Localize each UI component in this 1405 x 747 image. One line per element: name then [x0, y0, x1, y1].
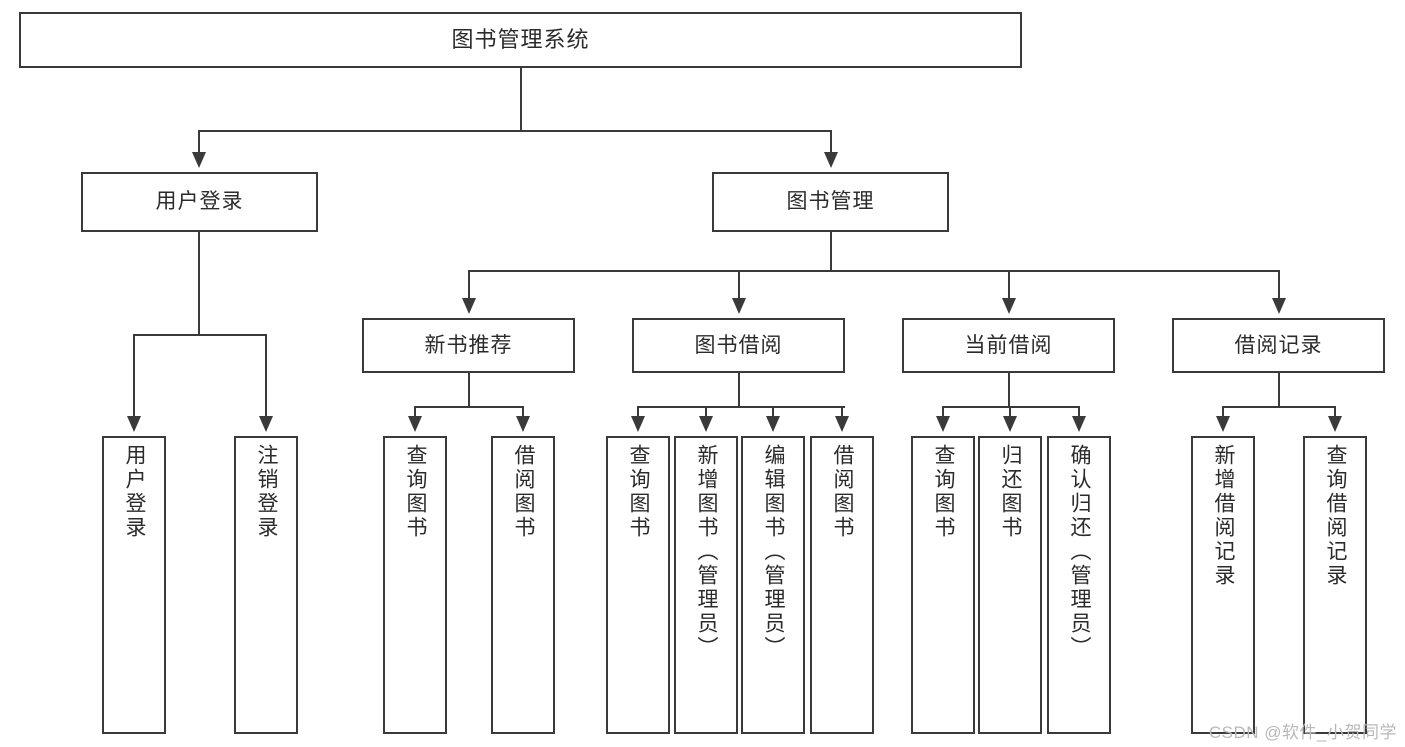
- connector-level1-drop-0: [198, 130, 200, 154]
- arrowhead-level1-0: [192, 152, 206, 168]
- connector-book-borrow-drop-0: [637, 406, 639, 418]
- node-book-borrow[interactable]: 图书借阅: [632, 318, 845, 373]
- connector-new-book-bus: [414, 406, 524, 408]
- connector-user-login-drop-1: [265, 334, 267, 418]
- connector-borrow-record-drop-0: [1222, 406, 1224, 418]
- node-label: 借阅图书: [831, 444, 855, 540]
- node-label: 图书借阅: [694, 333, 783, 357]
- arrowhead-current-borrow-2: [1072, 416, 1086, 432]
- arrowhead-level2-3: [1272, 298, 1286, 314]
- connector-borrow-record-drop-1: [1334, 406, 1336, 418]
- connector-level2-drop-2: [1008, 270, 1010, 300]
- connector-level1-bus: [198, 130, 832, 132]
- node-label: 查询借阅记录: [1324, 444, 1348, 588]
- connector-book-borrow-bus: [637, 406, 845, 408]
- arrowhead-new-book-0: [408, 416, 422, 432]
- node-label: 用户登录: [155, 190, 244, 214]
- connector-level2-drop-0: [468, 270, 470, 300]
- connector-new-book-drop-0: [414, 406, 416, 418]
- leaf-new-book-query[interactable]: 查询图书: [383, 436, 447, 734]
- csdn-watermark: CSDN @软件_小贺同学: [1208, 723, 1397, 742]
- node-label: 当前借阅: [964, 333, 1053, 357]
- connector-user-login-stem: [198, 232, 200, 335]
- leaf-new-book-borrow[interactable]: 借阅图书: [491, 436, 555, 734]
- node-new-book-recommend[interactable]: 新书推荐: [362, 318, 575, 373]
- node-label: 归还图书: [999, 444, 1023, 540]
- connector-borrow-record-stem: [1278, 373, 1280, 408]
- leaf-current-borrow-query[interactable]: 查询图书: [911, 436, 975, 734]
- connector-book-borrow-drop-3: [841, 406, 843, 418]
- leaf-borrow-record-query[interactable]: 查询借阅记录: [1303, 436, 1367, 734]
- connector-root-stem: [520, 68, 522, 131]
- arrowhead-book-borrow-3: [835, 416, 849, 432]
- arrowhead-current-borrow-0: [936, 416, 950, 432]
- connector-user-login-bus: [133, 334, 266, 336]
- leaf-current-borrow-confirm[interactable]: 确认归还（管理员）: [1047, 436, 1111, 734]
- connector-level1-drop-1: [830, 130, 832, 154]
- node-label: 新书推荐: [424, 333, 513, 357]
- connector-level2-bus: [468, 270, 1280, 272]
- arrowhead-level2-0: [462, 298, 476, 314]
- arrowhead-borrow-record-0: [1216, 416, 1230, 432]
- node-label: 图书管理: [786, 190, 875, 214]
- leaf-book-borrow-edit[interactable]: 编辑图书（管理员）: [741, 436, 805, 734]
- arrowhead-user-login-0: [127, 416, 141, 432]
- connector-current-borrow-stem: [1008, 373, 1010, 408]
- node-label: 新增图书（管理员）: [695, 444, 719, 660]
- node-label: 用户登录: [123, 444, 147, 540]
- arrowhead-current-borrow-1: [1003, 416, 1017, 432]
- connector-borrow-record-bus: [1222, 406, 1336, 408]
- arrowhead-user-login-1: [259, 416, 273, 432]
- node-root-system[interactable]: 图书管理系统: [19, 12, 1022, 68]
- connector-new-book-drop-1: [522, 406, 524, 418]
- node-label: 编辑图书（管理员）: [762, 444, 786, 660]
- connector-new-book-stem: [468, 373, 470, 408]
- connector-book-borrow-stem: [738, 373, 740, 408]
- leaf-book-borrow-add[interactable]: 新增图书（管理员）: [674, 436, 738, 734]
- connector-book-borrow-drop-2: [772, 406, 774, 418]
- connector-current-borrow-drop-2: [1078, 406, 1080, 418]
- node-label: 借阅记录: [1234, 333, 1323, 357]
- node-label: 查询图书: [404, 444, 428, 540]
- connector-current-borrow-drop-1: [1009, 406, 1011, 418]
- leaf-user-login-login[interactable]: 用户登录: [102, 436, 166, 734]
- node-borrow-record[interactable]: 借阅记录: [1172, 318, 1385, 373]
- connector-book-mgmt-stem: [830, 232, 832, 272]
- node-label: 借阅图书: [512, 444, 536, 540]
- connector-current-borrow-drop-0: [942, 406, 944, 418]
- node-label: 查询图书: [932, 444, 956, 540]
- node-label: 图书管理系统: [451, 26, 590, 52]
- node-label: 新增借阅记录: [1212, 444, 1236, 588]
- arrowhead-level2-1: [732, 298, 746, 314]
- leaf-user-login-logout[interactable]: 注销登录: [234, 436, 298, 734]
- arrowhead-book-borrow-0: [631, 416, 645, 432]
- arrowhead-book-borrow-1: [699, 416, 713, 432]
- leaf-book-borrow-query[interactable]: 查询图书: [606, 436, 670, 734]
- arrowhead-level2-2: [1002, 298, 1016, 314]
- node-user-login[interactable]: 用户登录: [81, 172, 318, 232]
- arrowhead-new-book-1: [516, 416, 530, 432]
- arrowhead-book-borrow-2: [766, 416, 780, 432]
- leaf-book-borrow-borrow[interactable]: 借阅图书: [810, 436, 874, 734]
- connector-user-login-drop-0: [133, 334, 135, 418]
- connector-level2-drop-3: [1278, 270, 1280, 300]
- connector-level2-drop-1: [738, 270, 740, 300]
- node-current-borrow[interactable]: 当前借阅: [902, 318, 1115, 373]
- arrowhead-level1-1: [824, 152, 838, 168]
- connector-book-borrow-drop-1: [705, 406, 707, 418]
- leaf-borrow-record-add[interactable]: 新增借阅记录: [1191, 436, 1255, 734]
- arrowhead-borrow-record-1: [1328, 416, 1342, 432]
- node-book-management[interactable]: 图书管理: [712, 172, 949, 232]
- node-label: 注销登录: [255, 444, 279, 540]
- node-label: 查询图书: [627, 444, 651, 540]
- connector-current-borrow-bus: [942, 406, 1080, 408]
- node-label: 确认归还（管理员）: [1068, 444, 1092, 660]
- leaf-current-borrow-return[interactable]: 归还图书: [978, 436, 1042, 734]
